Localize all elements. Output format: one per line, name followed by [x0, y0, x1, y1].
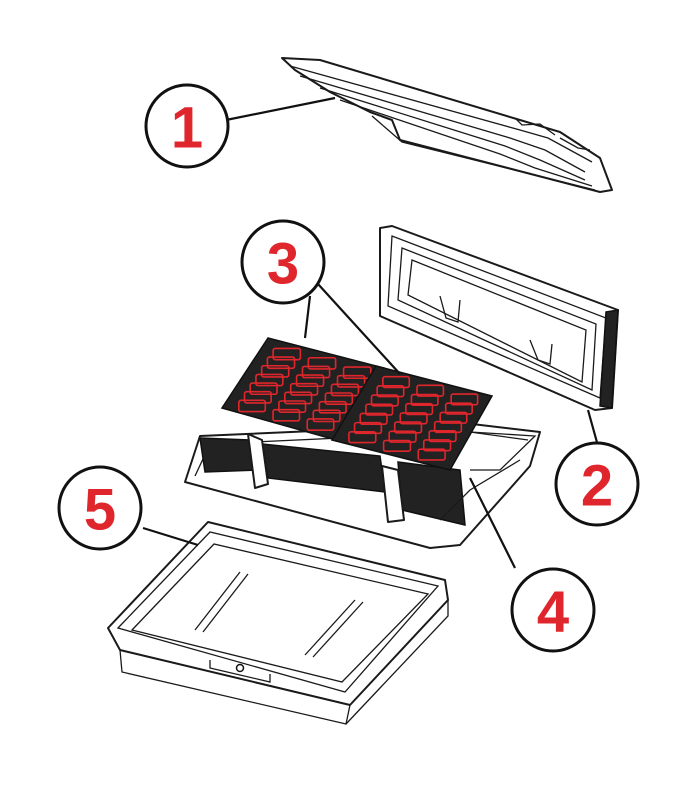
grill-slot: [353, 421, 383, 435]
grill-slot: [382, 439, 412, 453]
grill-slot: [439, 411, 468, 424]
grill-slot: [307, 356, 337, 370]
callout-4-label: 4: [537, 580, 569, 645]
grill-slot: [260, 364, 290, 378]
grill-slot: [312, 409, 341, 423]
grill-slot: [306, 418, 335, 431]
grill-slot: [318, 400, 347, 414]
grill-slot: [249, 382, 278, 396]
callout-5-label: 5: [84, 478, 116, 543]
part-grill-plates: [220, 337, 494, 471]
grill-plate-right: [330, 365, 494, 471]
grill-slot: [342, 366, 372, 380]
part-drip-pan: [107, 521, 449, 725]
grill-slot: [283, 391, 313, 405]
part-top-cover: [281, 57, 613, 193]
callout-2: 2: [554, 441, 640, 527]
grill-slot: [238, 399, 267, 413]
callout-1: 1: [144, 83, 230, 169]
grill-slot: [365, 403, 394, 416]
callout-5: 5: [57, 465, 143, 551]
grill-slot: [405, 402, 434, 416]
grill-slot: [388, 430, 417, 443]
grill-slot: [382, 375, 411, 389]
callout-1-label: 1: [171, 96, 203, 161]
grill-slot: [370, 394, 399, 407]
grill-slot: [266, 356, 296, 370]
grill-plate-left: [220, 337, 386, 441]
grill-slot: [289, 382, 319, 396]
grill-slot: [410, 393, 439, 407]
grill-slot: [433, 420, 463, 434]
grill-slot: [324, 392, 354, 405]
callout-2-label: 2: [581, 454, 613, 519]
grill-slot: [417, 448, 446, 461]
grill-slot: [272, 347, 302, 361]
grill-slot: [428, 429, 457, 443]
callout-3: 3: [240, 219, 326, 305]
grill-slot: [359, 412, 388, 425]
grill-slot: [416, 384, 445, 397]
grill-slot: [255, 373, 284, 387]
grill-slot: [301, 365, 331, 379]
part-back-frame: [379, 225, 619, 411]
grill-slot: [393, 421, 423, 434]
grill-slot: [243, 390, 272, 404]
grill-slot: [336, 374, 366, 388]
grill-slot: [444, 402, 473, 415]
grill-slot: [295, 374, 325, 388]
grill-slot: [422, 439, 452, 452]
grill-slot: [272, 408, 301, 422]
grill-slot: [278, 400, 307, 413]
callout-4: 4: [510, 567, 596, 653]
grill-slot: [450, 393, 479, 406]
grill-slot: [330, 383, 360, 397]
grill-slot: [376, 385, 405, 398]
callout-3-label: 3: [267, 232, 299, 297]
grill-slot: [348, 431, 377, 444]
grill-slot: [399, 412, 428, 425]
leader-lines: [142, 96, 600, 569]
